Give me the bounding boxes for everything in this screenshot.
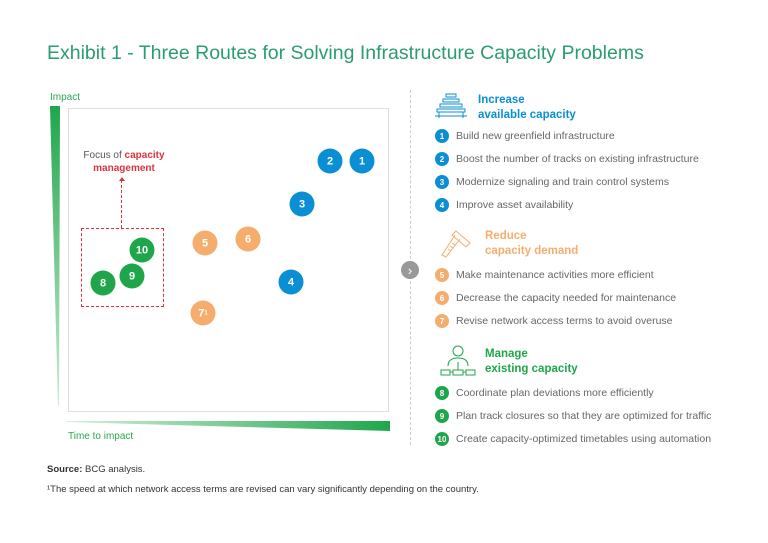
bubble-3: 3 — [289, 191, 315, 217]
chevron-right-icon[interactable]: › — [401, 261, 419, 279]
time-axis-bar — [66, 421, 390, 431]
bubble-2: 2 — [317, 148, 343, 174]
manager-flowchart-icon — [440, 345, 476, 376]
bubble-10: 10 — [129, 237, 155, 263]
y-axis-label: Impact — [50, 92, 81, 103]
x-axis-label: Time to impact — [68, 431, 134, 442]
plot-area — [68, 108, 389, 412]
bubble-9: 9 — [119, 263, 145, 289]
focus-box — [81, 228, 164, 307]
stacked-rails-icon — [435, 93, 467, 118]
bubble-4: 4 — [278, 269, 304, 295]
footnote: ¹The speed at which network access terms… — [47, 484, 479, 495]
impact-axis-bar — [50, 106, 60, 406]
arrow-head — [119, 177, 125, 181]
exhibit-title: Exhibit 1 - Three Routes for Solving Inf… — [47, 42, 644, 64]
wrench-bolt-icon — [441, 230, 471, 258]
source-note: Source: BCG analysis. — [47, 464, 146, 475]
bubble-6: 6 — [235, 226, 261, 252]
bubble-8: 8 — [90, 270, 116, 296]
bubble-5: 5 — [192, 230, 218, 256]
bubble-1: 1 — [349, 148, 375, 174]
focus-arrow — [121, 180, 122, 228]
